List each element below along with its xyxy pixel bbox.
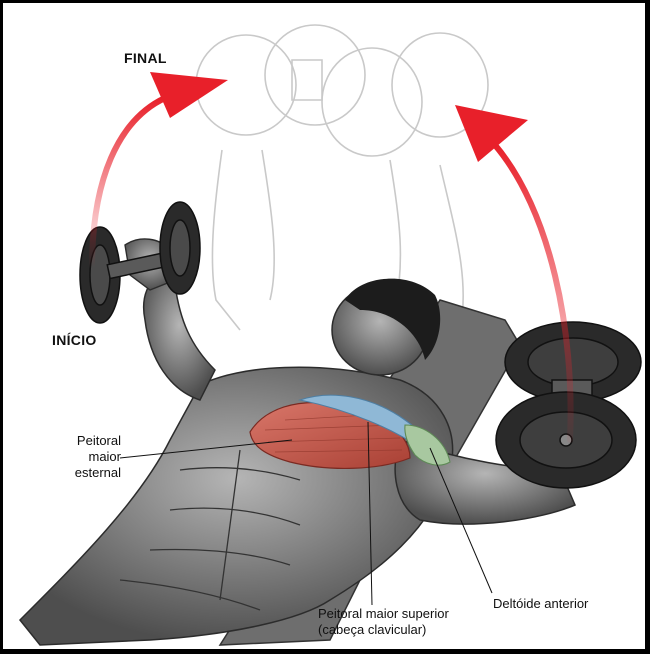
- arrow-right-head: [455, 105, 528, 162]
- arrow-left-path: [89, 95, 168, 271]
- abdominal-lines: [119, 449, 301, 611]
- final-position-ghost: [195, 24, 489, 331]
- hair: [345, 278, 441, 360]
- label-peitoral-esternal: Peitoral maior esternal: [74, 433, 121, 480]
- exercise-illustration: [18, 24, 642, 646]
- dumbbell-right: [495, 321, 642, 489]
- leader-lines: [119, 421, 493, 606]
- label-final: FINAL: [124, 50, 167, 66]
- dumbbell-start: [79, 201, 201, 324]
- anterior-deltoid-muscle: [404, 424, 451, 466]
- illustration-frame: FINAL INÍCIO Peitoral maior esternal Pei…: [3, 3, 645, 649]
- label-deltoide-anterior: Deltóide anterior: [493, 596, 589, 611]
- label-peitoral-superior: Peitoral maior superior (cabeça clavicul…: [318, 606, 449, 637]
- arrow-left-head: [150, 72, 228, 118]
- arrow-right-path: [492, 142, 574, 443]
- label-inicio: INÍCIO: [52, 332, 97, 348]
